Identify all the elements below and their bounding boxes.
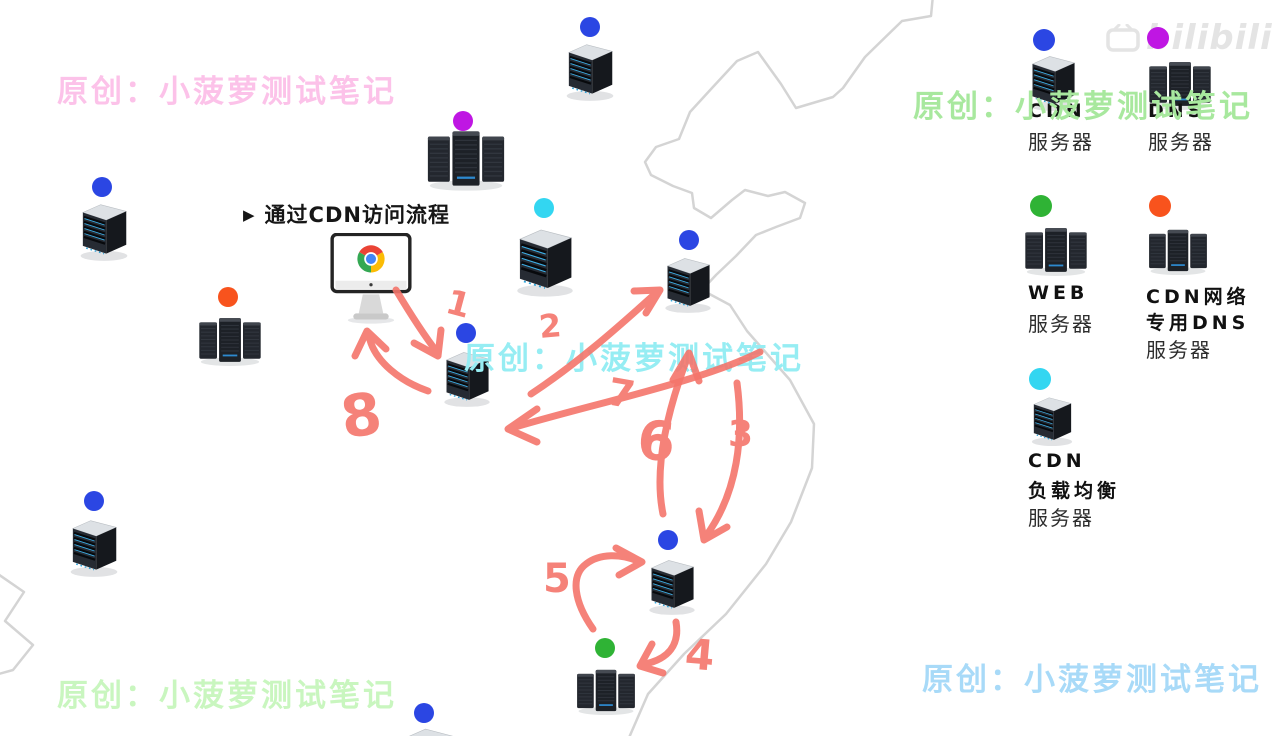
flow-step-number-5: 5 [543,556,571,602]
map-outline-path-2 [0,573,35,675]
single-server-icon [400,722,458,736]
chrome-browser-monitor-icon [330,233,412,325]
flow-step-number-2: 2 [537,306,562,346]
single-server-icon [76,198,132,262]
title-text: 通过CDN访问流程 [264,203,450,227]
flow-arrow-head-6 [669,349,703,385]
watermark-bottom-left: 原创：小菠萝测试笔记 [57,678,397,714]
web-server-node-dot [595,638,615,658]
title-bullet-icon: ▶ [243,206,256,224]
legend-cdn-load-balancer-sublabel: 服务器 [1028,506,1094,530]
flow-arrow-head-8 [351,327,390,360]
legend-cdn-load-balancer-label: 负载均衡 [1028,480,1121,502]
flow-step-number-7: 7 [604,370,638,418]
flow-step-7: 7 [504,348,764,446]
flow-step-6: 6 [635,349,703,518]
rack-server-icon [574,666,638,715]
flow-arrow-head-7 [504,405,541,446]
cdn-server-node-dot [658,530,678,550]
flow-arrow-line-7 [508,348,764,432]
flow-step-number-3: 3 [728,414,753,455]
flow-arrow-head-5 [612,544,646,579]
flow-arrow-head-1 [410,326,445,360]
watermark-center: 原创：小菠萝测试笔记 [464,341,804,377]
legend-cdn-server-label: CDN [1028,100,1086,122]
legend-cdn-server-dot [1033,29,1055,51]
watermark-top-right: 原创：小菠萝测试笔记 [913,89,1253,125]
diagram-title: ▶ 通过CDN访问流程 [243,199,450,229]
cdn-server-node-dot [456,323,476,343]
cdn-server-node-dot [679,230,699,250]
client-computer [330,233,412,329]
flow-arrow-head-4 [636,640,667,677]
flow-step-number-1: 1 [442,282,475,327]
flow-arrow-head-2 [630,286,664,317]
flow-step-2: 2 [527,286,664,398]
single-server-icon [66,514,122,578]
rack-server-icon [1146,58,1214,110]
rack-server-icon [424,126,508,191]
flow-step-3: 3 [695,379,753,544]
flow-step-8: 8 [336,327,432,452]
single-server-icon [1028,392,1076,447]
single-server-icon [1026,50,1080,112]
legend-web-server-label: WEB [1028,282,1089,304]
bilibili-logo-text: bilibili [1146,18,1273,58]
single-server-icon [440,346,494,408]
cdn-dedicated-dns-node-dot [218,287,238,307]
flow-arrow-line-6 [656,352,692,518]
watermark-bottom-right: 原创：小菠萝测试笔记 [922,662,1262,698]
legend-web-server-dot [1030,195,1052,217]
rack-server-icon [1146,226,1210,275]
single-server-icon [661,252,715,314]
legend-cdn-server-sublabel: 服务器 [1028,130,1094,154]
legend-dns-server-sublabel: 服务器 [1148,130,1214,154]
legend-cdn-dedicated-dns-label: 专用DNS [1146,312,1250,334]
legend-cdn-dedicated-dns-sublabel: 服务器 [1146,338,1212,362]
flow-arrow-line-2 [527,289,660,398]
flow-step-number-8: 8 [336,379,385,452]
rack-server-icon [1022,224,1090,276]
cdn-server-node-partial-dot [414,703,434,723]
rack-server-icon [196,314,264,366]
legend-cdn-load-balancer-dot [1029,368,1051,390]
cdn-server-node-dot [580,17,600,37]
flow-arrow-line-4 [641,618,681,668]
flow-arrow-head-3 [695,507,731,544]
legend-cdn-dedicated-dns-dot [1149,195,1171,217]
flow-arrow-line-3 [702,379,744,540]
map-outline-path-1 [628,0,934,736]
legend-cdn-load-balancer-label: CDN [1028,450,1086,472]
cdn-server-node-dot [92,177,112,197]
dns-server-node-dot [453,111,473,131]
flow-step-number-4: 4 [683,629,716,680]
cdn-load-balancer-node-dot [534,198,554,218]
legend-dns-server-label: DNS [1148,100,1206,122]
bilibili-logo: bilibili [1106,18,1273,58]
legend-web-server-sublabel: 服务器 [1028,312,1094,336]
flow-arrow-line-8 [365,332,432,395]
single-server-icon [645,554,699,616]
bilibili-tv-icon [1106,24,1140,52]
single-server-icon [562,38,618,102]
flow-step-5: 5 [543,544,646,633]
watermark-top-left: 原创：小菠萝测试笔记 [57,74,397,110]
cdn-server-node-dot [84,491,104,511]
legend-cdn-dedicated-dns-label: CDN网络 [1146,286,1250,308]
single-server-icon [512,222,578,298]
flow-arrow-line-5 [572,552,642,633]
flow-step-4: 4 [636,618,717,681]
flow-step-number-6: 6 [635,408,678,474]
